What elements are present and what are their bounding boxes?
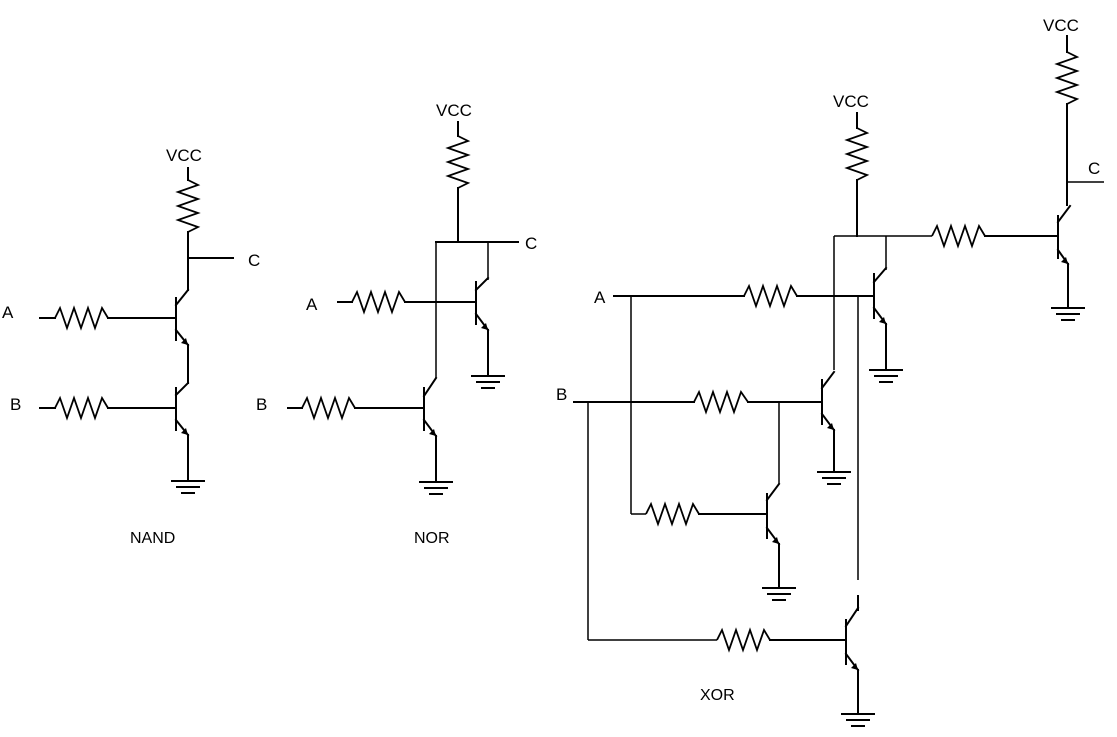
nand-caption: NAND	[130, 530, 175, 547]
xor-b-resistor-bottom	[716, 627, 771, 653]
nor-transistor-a	[474, 276, 490, 332]
xor-ground-icon-a-inv	[762, 587, 796, 601]
nand-pullup-resistor	[175, 179, 201, 233]
nor-input-a-label: A	[306, 295, 318, 314]
xor-circuit: VCC VCC C A B XOR	[556, 16, 1104, 727]
nor-b-resistor	[301, 395, 356, 421]
xor-a-resistor-top	[743, 283, 798, 309]
nor-vcc-label: VCC	[436, 101, 472, 120]
xor-output-base-resistor	[931, 223, 986, 249]
nand-output-c-label: C	[248, 251, 260, 270]
xor-transistor-output	[1056, 204, 1072, 266]
nor-transistor-b	[422, 376, 438, 438]
xor-input-a-label: A	[594, 288, 606, 307]
xor-transistor-a-inv	[765, 482, 781, 546]
xor-output-c-label: C	[1088, 159, 1100, 178]
nand-ground-icon	[171, 480, 205, 494]
nand-transistor-a	[174, 288, 190, 347]
nand-b-resistor	[54, 395, 109, 421]
xor-vcc-right-label: VCC	[1043, 16, 1079, 35]
xor-ground-icon-b	[817, 471, 851, 485]
nor-circuit: VCC C A B NOR	[256, 101, 537, 547]
xor-input-b-label: B	[556, 385, 567, 404]
nand-input-a-label: A	[2, 303, 14, 322]
xor-ground-icon-bottom	[841, 713, 875, 727]
nand-vcc-label: VCC	[166, 146, 202, 165]
nand-a-resistor	[54, 305, 109, 331]
xor-pullup-resistor-left	[844, 127, 870, 181]
xor-caption: XOR	[700, 687, 735, 704]
xor-ground-icon-a	[869, 369, 903, 383]
xor-transistor-b	[820, 370, 836, 432]
nor-ground-icon-b	[419, 481, 453, 495]
nand-circuit: VCC C A B NAND	[2, 146, 260, 547]
nor-caption: NOR	[414, 530, 450, 547]
xor-vcc-left-label: VCC	[833, 92, 869, 111]
nand-transistor-b	[174, 381, 190, 437]
xor-a-resistor-mid	[645, 501, 700, 527]
xor-pullup-resistor-right	[1054, 51, 1080, 105]
nand-input-b-label: B	[10, 395, 21, 414]
xor-transistor-a	[872, 266, 888, 326]
nor-a-resistor	[351, 289, 406, 315]
xor-transistor-b-bottom	[844, 606, 860, 672]
nor-pullup-resistor	[445, 135, 471, 189]
nor-ground-icon-a	[471, 375, 505, 389]
nor-output-c-label: C	[525, 234, 537, 253]
nor-input-b-label: B	[256, 395, 267, 414]
xor-ground-icon-output	[1051, 307, 1085, 321]
xor-b-resistor-top	[693, 389, 749, 415]
